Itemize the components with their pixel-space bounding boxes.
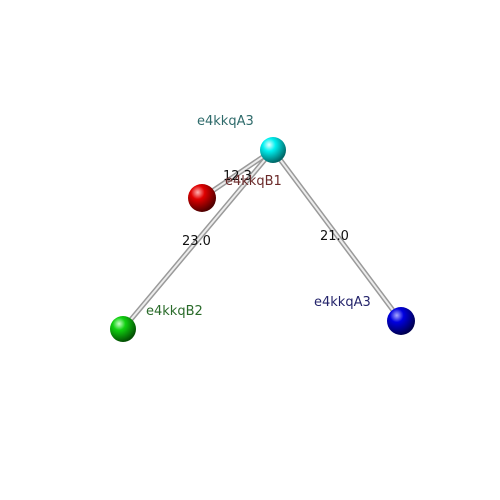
atom-cyan[interactable] — [260, 137, 286, 163]
edge-cyan-blue — [270, 147, 404, 324]
edge-cyan-green — [120, 147, 276, 332]
atom-red[interactable] — [188, 184, 216, 212]
atom-green[interactable] — [110, 316, 136, 342]
atom-label-green: e4kkqB2 — [146, 304, 203, 319]
atom-label-red: e4kkqB1 — [225, 174, 282, 189]
edge-cyan-red — [199, 147, 276, 201]
atom-blue[interactable] — [387, 307, 415, 335]
atom-label-blue: e4kkqA3 — [314, 295, 371, 310]
atom-label-cyan: e4kkqA3 — [197, 114, 254, 129]
distance-label-cyan-red: 12.3 — [223, 169, 252, 184]
distance-label-cyan-blue: 21.0 — [320, 229, 349, 244]
distance-label-cyan-green: 23.0 — [182, 234, 211, 249]
